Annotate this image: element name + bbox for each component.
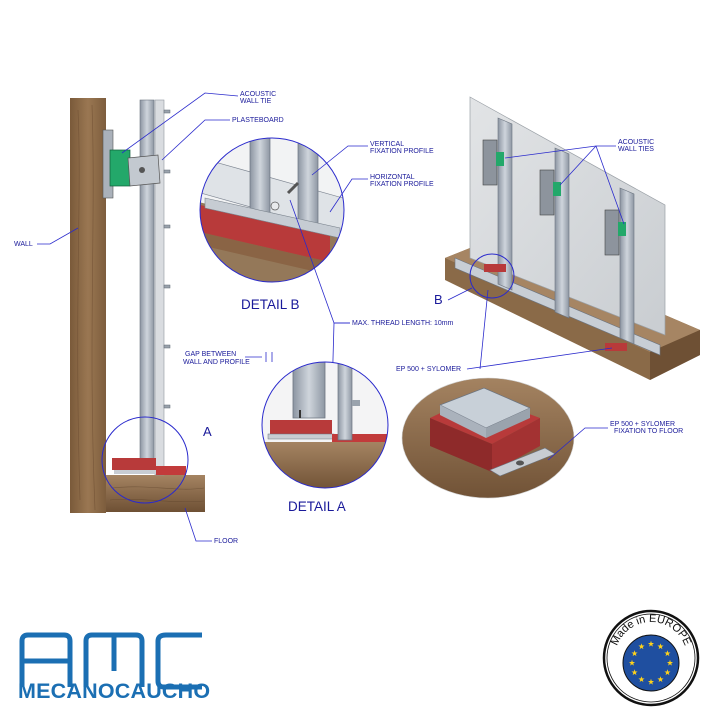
detail-b-title: DETAIL B bbox=[241, 297, 300, 312]
label-ep500-sylomer: EP 500 + SYLOMER bbox=[396, 366, 461, 373]
eu-star-icon bbox=[647, 678, 655, 685]
detail-a-title: DETAIL A bbox=[288, 499, 346, 514]
section-view: A bbox=[70, 98, 212, 513]
marker-b: B bbox=[434, 292, 443, 307]
label-vertical-profile-1: VERTICAL bbox=[370, 141, 404, 148]
floor-section bbox=[106, 475, 205, 512]
isometric-view: B ACOUSTIC WALL TIES EP 500 + SYLOMER bbox=[396, 96, 700, 380]
label-gap-2: WALL AND PROFILE bbox=[183, 359, 250, 366]
eu-star-icon bbox=[631, 650, 638, 657]
mount-detail: EP 500 + SYLOMER FIXATION TO FLOOR bbox=[401, 377, 683, 499]
label-acoustic-wall-tie-2: WALL TIE bbox=[240, 98, 272, 105]
eu-star-icon bbox=[664, 669, 671, 676]
label-acoustic-wall-ties-1: ACOUSTIC bbox=[618, 139, 654, 146]
label-acoustic-wall-tie-1: ACOUSTIC bbox=[240, 91, 276, 98]
acoustic-wall-tie bbox=[102, 129, 161, 199]
eu-star-icon bbox=[657, 676, 664, 683]
detail-b-circle bbox=[199, 137, 345, 283]
label-horizontal-profile-2: FIXATION PROFILE bbox=[370, 181, 434, 188]
brand-wordmark: MECANOCAUCHO bbox=[18, 679, 211, 703]
eu-star-icon bbox=[666, 659, 674, 666]
label-acoustic-wall-ties-2: WALL TIES bbox=[618, 146, 654, 153]
detail-b-callout-circle bbox=[469, 253, 515, 299]
wall-section bbox=[70, 98, 106, 513]
detail-a-callout-circle bbox=[101, 416, 189, 504]
label-plasterboard: PLASTEBOARD bbox=[232, 117, 284, 124]
marker-a: A bbox=[203, 424, 212, 439]
label-ep500-fixation-1: EP 500 + SYLOMER bbox=[610, 421, 675, 428]
eu-star-icon bbox=[657, 643, 664, 650]
eu-star-icon bbox=[638, 676, 645, 683]
label-horizontal-profile-1: HORIZONTAL bbox=[370, 174, 415, 181]
label-gap-1: GAP BETWEEN bbox=[185, 351, 236, 358]
eu-star-icon bbox=[631, 669, 638, 676]
eu-star-icon bbox=[647, 640, 655, 647]
detail-a: DETAIL A GAP BETWEEN WALL AND PROFILE bbox=[183, 351, 389, 514]
vertical-profile bbox=[139, 99, 155, 461]
amc-logo bbox=[19, 632, 202, 690]
label-ep500-fixation-2: FIXATION TO FLOOR bbox=[614, 428, 683, 435]
detail-a-circle bbox=[261, 361, 389, 489]
label-floor: FLOOR bbox=[214, 538, 238, 545]
made-in-europe-badge: Made in EUROPE bbox=[602, 609, 700, 707]
eu-star-icon bbox=[664, 650, 671, 657]
eu-star-icon bbox=[628, 659, 636, 666]
label-wall: WALL bbox=[14, 241, 33, 248]
eu-star-icon bbox=[638, 643, 645, 650]
label-max-thread: MAX. THREAD LENGTH: 10mm bbox=[352, 320, 454, 327]
label-vertical-profile-2: FIXATION PROFILE bbox=[370, 148, 434, 155]
section-labels: ACOUSTIC WALL TIE PLASTEBOARD WALL FLOOR bbox=[14, 91, 284, 545]
